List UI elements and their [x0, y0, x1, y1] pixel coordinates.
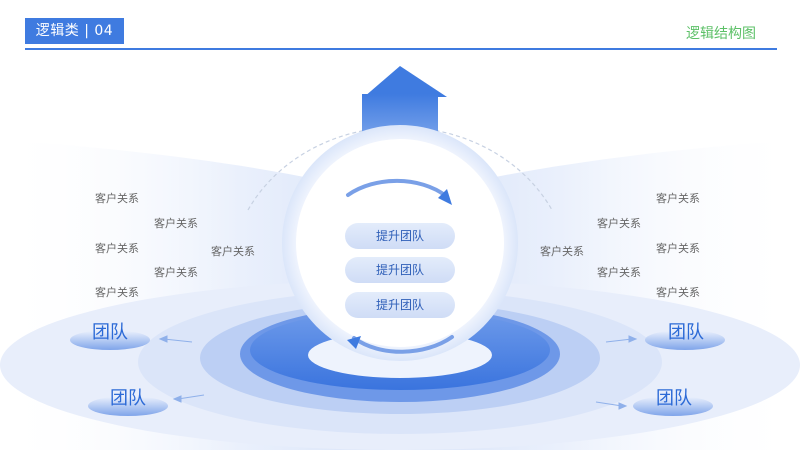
relation-label: 客户关系 [95, 192, 139, 205]
team-label: 团队 [656, 388, 692, 409]
cycle-arrow-top-icon [346, 178, 452, 205]
relation-label: 客户关系 [154, 217, 198, 230]
header-divider [25, 48, 777, 50]
relation-label: 客户关系 [597, 266, 641, 279]
center-pill: 提升团队 [345, 257, 455, 283]
header-tag: 逻辑类 | 04 [25, 18, 124, 44]
relation-label: 客户关系 [540, 245, 584, 258]
relation-label: 客户关系 [154, 266, 198, 279]
team-label: 团队 [92, 322, 128, 343]
relation-label: 客户关系 [656, 242, 700, 255]
relation-label: 客户关系 [95, 242, 139, 255]
team-pedestal [645, 330, 725, 350]
team-pedestal [633, 396, 713, 416]
team-label: 团队 [668, 322, 704, 343]
relation-label: 客户关系 [656, 286, 700, 299]
center-pill: 提升团队 [345, 223, 455, 249]
small-arrow-icon [158, 335, 638, 410]
center-pill: 提升团队 [345, 292, 455, 318]
header-title: 逻辑结构图 [686, 26, 756, 42]
team-pedestal [88, 396, 168, 416]
relation-label: 客户关系 [95, 286, 139, 299]
team-pedestal [70, 330, 150, 350]
dashed-arc [247, 126, 553, 211]
team-label: 团队 [110, 388, 146, 409]
cycle-arrow-bottom-icon [347, 335, 454, 354]
relation-label: 客户关系 [211, 245, 255, 258]
relation-label: 客户关系 [597, 217, 641, 230]
relation-label: 客户关系 [656, 192, 700, 205]
